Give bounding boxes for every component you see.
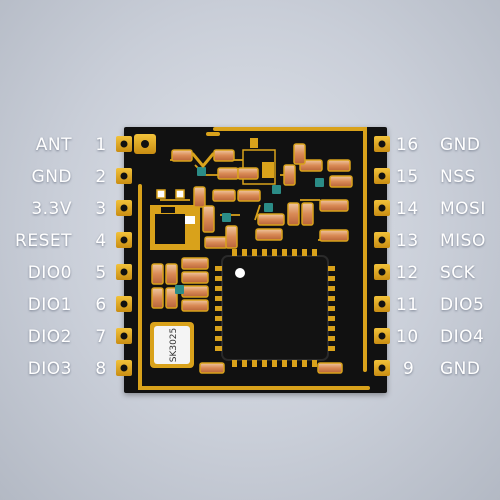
ground-traces: [138, 127, 370, 390]
pin-14-name: MOSI: [440, 199, 486, 219]
capacitors: [175, 167, 324, 294]
pin-8-name: DIO3: [27, 359, 72, 379]
pin-9-name: GND: [440, 359, 481, 379]
pin-4-name: RESET: [15, 231, 72, 251]
pin-12-name: SCK: [440, 263, 476, 283]
ground-vias: [138, 127, 367, 390]
pin-3-number: 3: [95, 199, 107, 219]
pin-5-number: 5: [95, 263, 107, 283]
pin-2-number: 2: [95, 167, 107, 187]
pin-6-number: 6: [95, 295, 107, 315]
top-transistor: [242, 138, 276, 185]
pin-8-number: 8: [95, 359, 107, 379]
pin-1-number: 1: [95, 135, 107, 155]
pin-5-name: DIO0: [27, 263, 72, 283]
pin-12-number: 12: [396, 263, 419, 283]
pin-14-number: 14: [396, 199, 419, 219]
pin-7-name: DIO2: [27, 327, 72, 347]
pin-6-name: DIO1: [27, 295, 72, 315]
pin-9-number: 9: [403, 359, 415, 379]
left-pads: [116, 136, 132, 376]
pin-2-name: GND: [31, 167, 72, 187]
pin-3-name: 3.3V: [31, 199, 72, 219]
crystal: [150, 322, 194, 368]
pin-11-number: 11: [396, 295, 419, 315]
pin-13-name: MISO: [440, 231, 486, 251]
right-pads: [374, 136, 390, 376]
resistors: [151, 143, 353, 374]
antenna-pad: [134, 134, 156, 154]
pin-7-number: 7: [95, 327, 107, 347]
pin-10-number: 10: [396, 327, 419, 347]
crystal-marking: SK3025: [169, 328, 179, 363]
pin-16-number: 16: [396, 135, 419, 155]
pin-15-number: 15: [396, 167, 419, 187]
voltage-regulator: [150, 189, 200, 250]
pin-13-number: 13: [396, 231, 419, 251]
pin-16-name: GND: [440, 135, 481, 155]
transceiver-chip: [215, 249, 335, 367]
pin-15-name: NSS: [440, 167, 476, 187]
pin-1-name: ANT: [35, 135, 72, 155]
pin-11-name: DIO5: [440, 295, 485, 315]
pin-4-number: 4: [95, 231, 107, 251]
trace-chevrons: [191, 152, 215, 168]
pin-10-name: DIO4: [440, 327, 485, 347]
